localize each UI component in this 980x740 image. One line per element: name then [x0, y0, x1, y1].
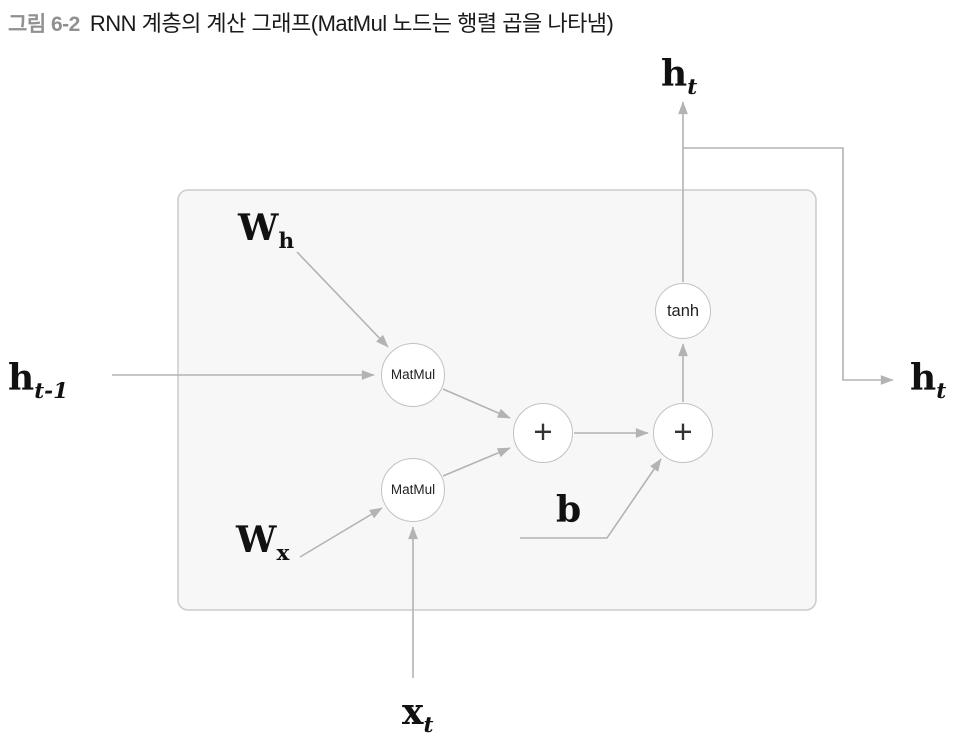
edge-matmul-bottom-to-add-left — [442, 447, 511, 477]
label-h-t-top: ht — [661, 56, 697, 99]
label-weight-h-sub: h — [278, 229, 295, 255]
node-tanh: tanh — [655, 283, 711, 339]
label-h-t-top-base: h — [661, 53, 688, 95]
edge-branch-to-ht-right — [683, 147, 894, 385]
label-weight-x-sub: x — [276, 541, 290, 567]
label-bias-base: b — [556, 489, 582, 531]
label-bias: b — [556, 492, 581, 535]
label-x-t-base: x — [402, 691, 424, 733]
edge-b-to-add-right — [520, 458, 662, 539]
label-h-t-top-sub: t — [687, 75, 698, 101]
node-matmul-bottom: MatMul — [381, 458, 445, 522]
label-x-t-sub: t — [423, 713, 434, 739]
label-h-t-right: ht — [910, 360, 946, 403]
label-h-prev: ht-1 — [8, 360, 68, 403]
figure-title: RNN 계층의 계산 그래프(MatMul 노드는 행렬 곱을 나타냄) — [89, 11, 614, 36]
node-tanh-label: tanh — [666, 301, 700, 320]
figure-caption: 그림 6-2 RNN 계층의 계산 그래프(MatMul 노드는 행렬 곱을 나… — [8, 6, 614, 38]
label-h-prev-base: h — [8, 357, 35, 399]
label-h-t-right-base: h — [910, 357, 937, 399]
node-matmul-top-label: MatMul — [390, 367, 436, 383]
node-matmul-top: MatMul — [381, 343, 445, 407]
node-add-left-label: + — [533, 413, 553, 450]
label-weight-x-base: W — [236, 519, 277, 561]
node-matmul-bottom-label: MatMul — [390, 482, 436, 498]
edge-wx-to-matmul-bottom — [299, 507, 383, 558]
label-h-t-right-sub: t — [936, 379, 947, 405]
label-weight-x: Wx — [236, 522, 289, 565]
label-x-t: xt — [402, 694, 433, 737]
figure-number: 그림 6-2 — [8, 13, 80, 36]
label-weight-h: Wh — [238, 210, 294, 253]
node-add-left: + — [513, 403, 573, 463]
edge-matmul-top-to-add-left — [442, 388, 511, 419]
label-h-prev-sub: t-1 — [34, 379, 69, 405]
node-add-right: + — [653, 403, 713, 463]
edge-wh-to-matmul-top — [296, 251, 389, 348]
node-add-right-label: + — [673, 413, 693, 450]
label-weight-h-base: W — [238, 207, 279, 249]
